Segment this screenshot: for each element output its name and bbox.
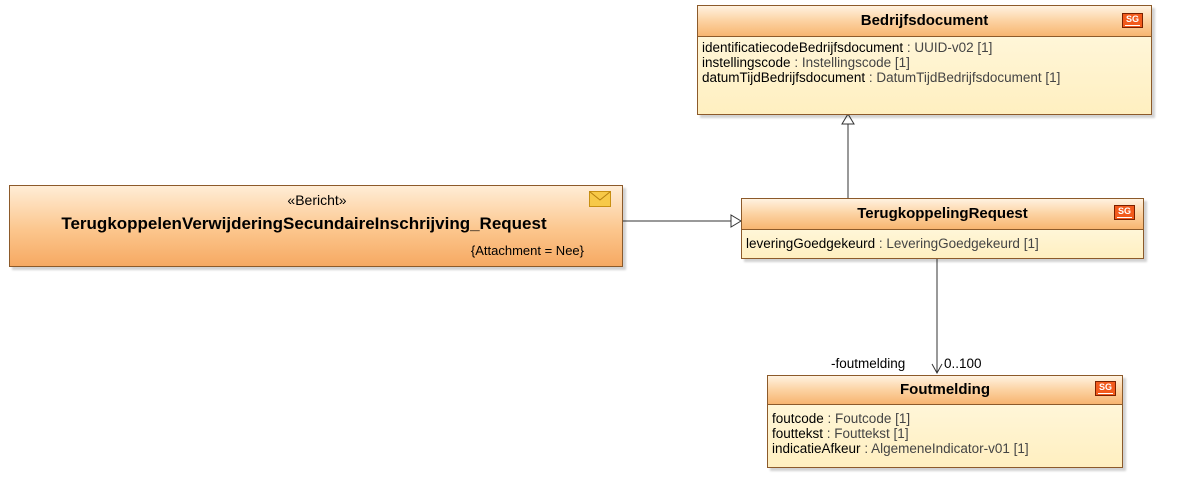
attribute: foutcode : Foutcode [1] [772, 411, 911, 426]
association-multiplicity-label: 0..100 [944, 356, 982, 371]
class-header: Foutmelding SG [768, 376, 1122, 404]
attribute-compartment: identificatiecodeBedrijfsdocument : UUID… [698, 36, 1151, 114]
class-header: Bedrijfsdocument SG [698, 6, 1151, 36]
sg-stereotype-icon: SG [1114, 205, 1135, 220]
attribute-compartment: leveringGoedgekeurd : LeveringGoedgekeur… [742, 229, 1143, 258]
sg-stereotype-icon: SG [1122, 13, 1143, 28]
class-name: Foutmelding [900, 381, 990, 398]
association-arrowhead [931, 363, 943, 375]
attribute: identificatiecodeBedrijfsdocument : UUID… [702, 40, 993, 55]
generalization-arrowhead [841, 113, 855, 125]
attribute: datumTijdBedrijfsdocument : DatumTijdBed… [702, 70, 1061, 85]
bericht-generalization-arrowhead [730, 214, 742, 228]
message-name: TerugkoppelenVerwijderingSecundaireInsch… [61, 214, 547, 233]
class-header: TerugkoppelingRequest SG [742, 199, 1143, 229]
sg-stereotype-icon: SG [1095, 381, 1116, 396]
association-role-label: -foutmelding [831, 356, 906, 371]
attribute: instellingscode : Instellingscode [1] [702, 55, 910, 70]
class-foutmelding[interactable]: Foutmelding SG foutcode : Foutcode [1] f… [767, 375, 1123, 468]
attribute: fouttekst : Fouttekst [1] [772, 426, 909, 441]
class-bedrijfsdocument[interactable]: Bedrijfsdocument SG identificatiecodeBed… [697, 5, 1152, 115]
attribute: leveringGoedgekeurd : LeveringGoedgekeur… [746, 236, 1039, 251]
message-bericht[interactable]: «Bericht» TerugkoppelenVerwijderingSecun… [9, 185, 623, 267]
envelope-icon [589, 191, 611, 207]
tagged-value: {Attachment = Nee} [470, 243, 584, 258]
class-terugkoppelingrequest[interactable]: TerugkoppelingRequest SG leveringGoedgek… [741, 198, 1144, 259]
class-name: TerugkoppelingRequest [857, 205, 1028, 222]
attribute: indicatieAfkeur : AlgemeneIndicator-v01 … [772, 441, 1029, 456]
stereotype-label: «Bericht» [287, 192, 347, 208]
attribute-compartment: foutcode : Foutcode [1] fouttekst : Fout… [768, 404, 1122, 467]
class-name: Bedrijfsdocument [860, 12, 989, 29]
